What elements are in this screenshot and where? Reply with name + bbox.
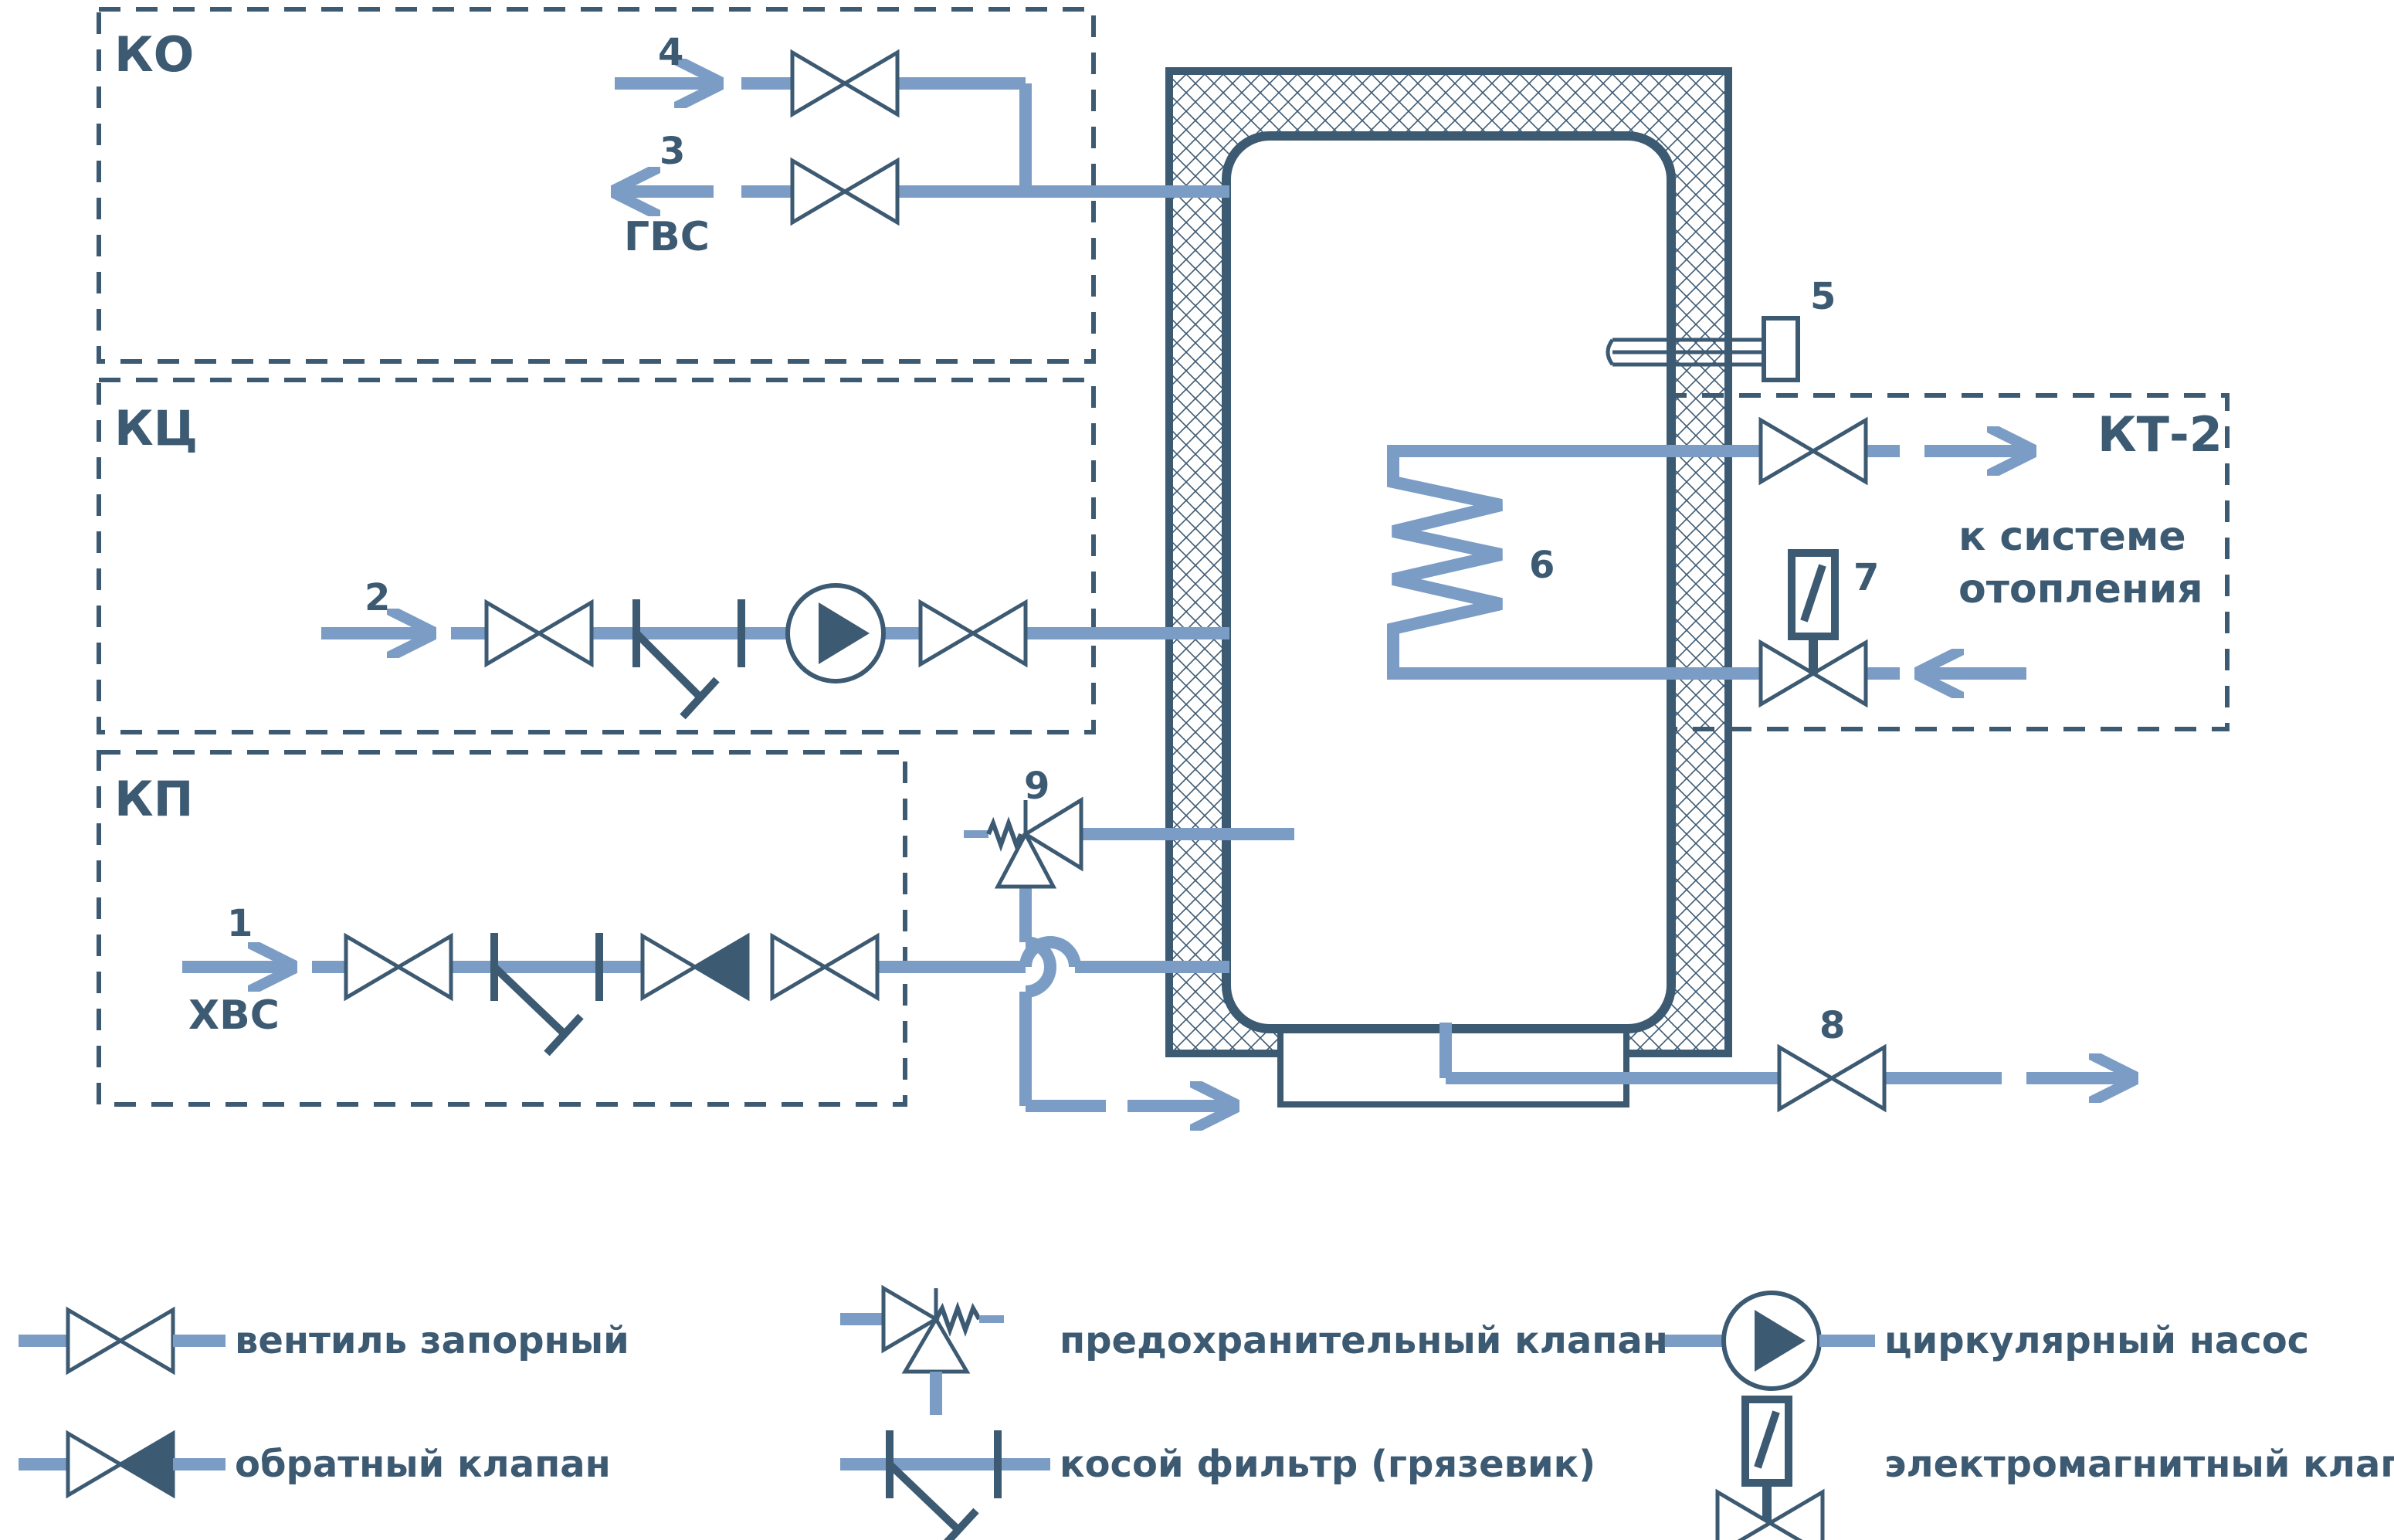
drain-line [1439, 1023, 2128, 1078]
legend-safety-valve: предохранительный клапан [840, 1284, 1668, 1415]
zone-label-ko: КО [114, 26, 194, 83]
safety-valve-discharge [1019, 828, 1294, 1106]
strainer-kp [490, 933, 603, 1057]
label-1: 1 [227, 902, 253, 945]
legend-solenoid-valve-label: электромагнитный клапан [1884, 1443, 2394, 1486]
zone-label-kt2: КТ-2 [2097, 406, 2223, 463]
zone-kt2 [1329, 393, 2230, 731]
check-valve [640, 932, 750, 1002]
shutoff-valve-kp-1 [344, 932, 453, 1002]
strainer-kc [632, 599, 745, 720]
solenoid-valve-7 [1758, 549, 1868, 708]
zone-kc [97, 378, 1096, 734]
legend-strainer: косой фильтр (грязевик) [840, 1430, 1595, 1540]
zone-kp [97, 750, 907, 1107]
label-3: 3 [660, 130, 685, 173]
legend-circ-pump-label: циркулярный насос [1884, 1319, 2309, 1362]
heating-element-5 [1606, 316, 1800, 382]
legend-strainer-label: косой фильтр (грязевик) [1060, 1443, 1595, 1486]
shutoff-valve-4 [790, 49, 900, 118]
shutoff-valve-kt-supply [1758, 416, 1868, 486]
label-5: 5 [1810, 275, 1836, 318]
label-gvs: ГВС [624, 214, 710, 260]
circulation-pump [785, 583, 886, 684]
heat-exchanger-coil [1387, 445, 1761, 680]
legend-shutoff-valve-label: вентиль запорный [235, 1319, 629, 1362]
label-4: 4 [658, 31, 683, 74]
legend-solenoid-valve: электромагнитный клапан [1715, 1396, 2394, 1540]
shutoff-valve-3 [790, 157, 900, 226]
safety-valve-9 [964, 796, 1083, 889]
hot-water-outlet-pipes [615, 83, 1229, 198]
zone-label-kp: КП [114, 771, 194, 827]
legend-check-valve: обратный клапан [19, 1430, 611, 1499]
storage-tank [1165, 67, 1732, 1108]
legend: вентиль запорный обратный клапан предохр… [19, 1284, 2394, 1540]
shutoff-valve-kp-2 [770, 932, 880, 1002]
heating-system-label-line1: к системе [1958, 514, 2186, 560]
heating-system-label-line2: отопления [1958, 566, 2203, 612]
label-6: 6 [1529, 544, 1555, 587]
legend-safety-valve-label: предохранительный клапан [1060, 1319, 1668, 1362]
legend-shutoff-valve: вентиль запорный [19, 1306, 629, 1375]
drain-valve-8 [1777, 1043, 1887, 1113]
zone-label-kc: КЦ [114, 400, 198, 456]
cold-water-inlet-line [182, 936, 1229, 967]
tank-base [1277, 1027, 1629, 1108]
shutoff-valve-kc-2 [918, 599, 1028, 668]
label-9: 9 [1024, 765, 1049, 808]
label-2: 2 [365, 576, 390, 619]
label-7: 7 [1853, 556, 1879, 599]
legend-check-valve-label: обратный клапан [235, 1443, 611, 1486]
label-hvs: ХВС [188, 992, 280, 1039]
label-8: 8 [1819, 1004, 1845, 1047]
shutoff-valve-kc-1 [484, 599, 594, 668]
legend-circ-pump: циркулярный насос [1665, 1291, 2309, 1391]
